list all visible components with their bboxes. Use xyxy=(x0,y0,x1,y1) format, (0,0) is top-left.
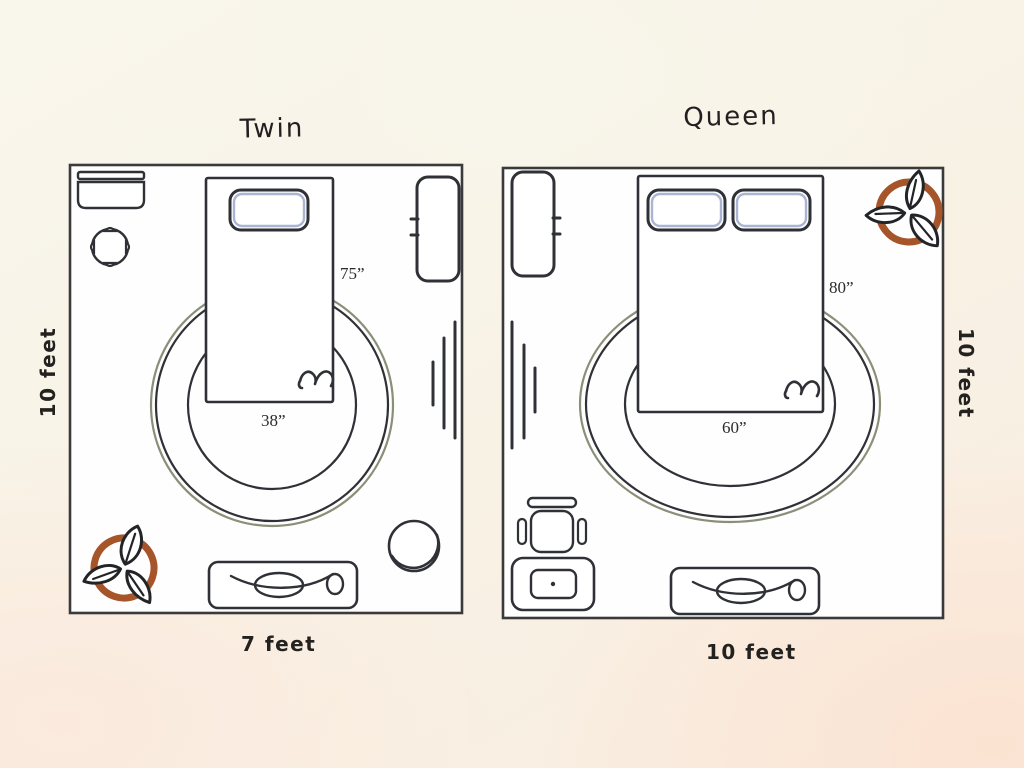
bed-width-label-queen: 60” xyxy=(722,418,747,437)
pillow-left-queen xyxy=(646,188,727,232)
bed-twin xyxy=(204,176,335,404)
bed-queen xyxy=(636,174,825,414)
window-marks-twin xyxy=(431,320,457,440)
round-stool-twin xyxy=(387,519,441,573)
plan-queen xyxy=(501,167,963,620)
room-depth-label-twin: 10 feet xyxy=(36,326,60,418)
plan-title-twin: Twin xyxy=(239,113,305,145)
wardrobe-twin xyxy=(409,175,461,283)
pillow-twin xyxy=(228,188,310,232)
window-marks-queen xyxy=(510,320,537,450)
room-width-label-queen: 10 feet xyxy=(706,640,797,664)
plan-title-queen: Queen xyxy=(682,101,780,133)
room-depth-label-queen: 10 feet xyxy=(954,328,978,419)
round-table-twin xyxy=(89,226,131,268)
office-chair-queen xyxy=(516,496,588,554)
vanity-sink-queen xyxy=(669,566,821,616)
wardrobe-queen xyxy=(510,170,562,278)
bed-length-label-twin: 75” xyxy=(340,264,365,283)
desk-console-twin xyxy=(76,170,146,210)
vanity-sink-twin xyxy=(207,560,359,610)
pillow-right-queen xyxy=(731,188,812,232)
desk-with-monitor-queen xyxy=(510,556,596,612)
bed-length-label-queen: 80” xyxy=(829,278,854,297)
room-width-label-twin: 7 feet xyxy=(241,632,317,656)
plan-twin xyxy=(68,163,464,615)
bed-width-label-twin: 38” xyxy=(261,411,286,430)
